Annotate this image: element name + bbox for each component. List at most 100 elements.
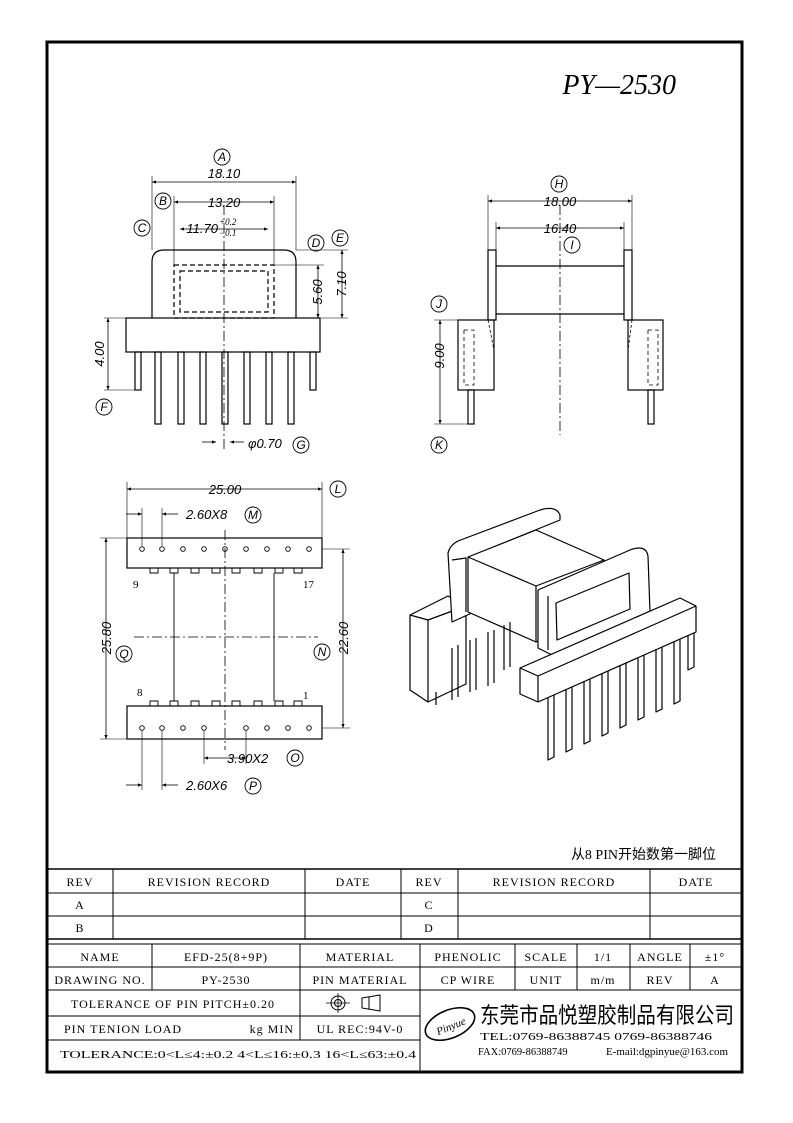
company-tel: TEL:0769-86388745 0769-86388746 [480,1032,712,1043]
dim-c-base: 11.70 [186,221,218,236]
tolerance-general: TOLERANCE:0<L≤4:±0.2 4<L≤16:±0.3 16<L≤63… [60,1050,417,1061]
side-base-left [457,319,495,391]
revision-table [47,868,742,940]
label-c: C [138,221,147,235]
dim-c-tol-plus: +0.2 [219,217,237,227]
pin-material-value: CP WIRE [441,973,496,987]
date-header-left: DATE [336,875,371,889]
side-pin-left [467,389,475,425]
rev-header-right: REV [416,875,443,889]
scale-label: SCALE [524,950,567,964]
label-j: J [435,297,443,311]
part-number: PY—2530 [561,70,676,101]
label-h: H [555,177,564,191]
label-d: D [312,236,321,250]
label-l: L [335,482,342,496]
tolerance-pitch: TOLERANCE OF PIN PITCH±0.20 [71,997,275,1011]
dim-f: 4.00 [92,341,107,367]
side-pin-right [647,389,655,425]
label-q: Q [119,647,128,661]
dim-o: 3.90X2 [227,751,269,766]
side-flange-right [623,249,633,321]
rev-row-c: C [424,898,433,912]
front-view-labels: A B C D E F G 18.10 13.20 11.70 +0.2 −0.… [92,150,349,452]
revision-table-text: REV REVISION RECORD DATE REV REVISION RE… [67,875,714,935]
dim-q: 25.80 [99,621,114,655]
rev-value: A [710,973,720,987]
label-n: N [318,645,327,659]
scale-value: 1/1 [594,950,612,964]
bottom-view-labels: L M Q N O P 25.00 2.60X8 25.80 22.60 3.9… [99,482,351,793]
drawing-frame [45,40,744,1074]
label-g: G [296,438,305,452]
dim-g: φ0.70 [248,436,283,451]
side-view-labels: H I J K 18.00 16.40 9.00 [432,177,577,452]
pin-tension-unit: kg MIN [250,1022,294,1036]
bottom-rail-top [126,537,323,569]
bottom-pin-holes-bottom [139,725,312,731]
record-header-right: REVISION RECORD [493,875,616,889]
bottom-view [100,480,350,795]
dim-e: 7.10 [334,271,349,297]
pin-tension-label: PIN TENION LOAD [64,1022,182,1036]
rev-header-left: REV [67,875,94,889]
drawing-no-label: DRAWING NO. [54,973,145,987]
front-base [125,317,321,353]
label-o: O [290,751,299,765]
material-label: MATERIAL [326,950,395,964]
dim-h: 18.00 [544,194,577,209]
ul-rec: UL REC:94V-0 [317,1022,404,1036]
label-e: E [336,231,345,245]
pin-number-1: 1 [303,690,309,702]
side-flange-left [487,249,497,321]
title-block [47,943,742,1072]
dim-j: 9.00 [432,343,447,369]
front-view [95,148,349,454]
pin-number-8: 8 [137,687,143,699]
unit-label: UNIT [530,973,563,987]
side-view [430,175,664,454]
dim-b: 13.20 [208,195,241,210]
dim-m: 2.60X8 [185,507,228,522]
record-header-left: REVISION RECORD [148,875,271,889]
rev-label: REV [647,973,674,987]
pin-note: 从8 PIN开始数第一脚位 [571,846,716,863]
bottom-rail-bottom [126,705,323,740]
dim-c-tol-minus: −0.1 [219,228,236,238]
pin-material-label: PIN MATERIAL [313,973,408,987]
company-logo: Pinyue [434,1015,468,1038]
rev-row-b: B [75,921,84,935]
dim-a: 18.10 [208,166,241,181]
label-i: I [570,238,574,252]
unit-value: m/m [590,973,615,987]
company-name: 东莞市品悦塑胶制品有限公司 [480,1003,734,1028]
company-email: E-mail:dgpinyue@163.com [606,1047,728,1058]
label-p: P [249,779,257,793]
front-pins [134,351,317,425]
date-header-right: DATE [679,875,714,889]
material-value: PHENOLIC [434,950,501,964]
label-f: F [100,400,108,414]
dim-p: 2.60X6 [185,778,228,793]
angle-value: ±1° [705,950,725,964]
name-label: NAME [80,950,119,964]
title-block-text: NAME EFD-25(8+9P) MATERIAL PHENOLIC SCAL… [54,950,734,1061]
label-m: M [248,508,258,522]
drawing-no-value: PY-2530 [201,973,250,987]
label-k: K [435,438,444,452]
rev-row-a: A [75,898,85,912]
isometric-view [409,507,697,761]
side-base-right [627,319,664,391]
bottom-pin-holes-top [139,546,312,552]
label-a: A [217,150,226,164]
company-fax: FAX:0769-86388749 [478,1047,568,1058]
pin-number-17: 17 [303,579,315,591]
rev-row-d: D [424,921,434,935]
dim-i: 16.40 [544,221,577,236]
name-value: EFD-25(8+9P) [184,950,268,964]
dim-d: 5.60 [310,279,325,305]
pin-number-9: 9 [133,579,139,591]
label-b: B [159,194,167,208]
dim-n: 22.60 [336,621,351,655]
